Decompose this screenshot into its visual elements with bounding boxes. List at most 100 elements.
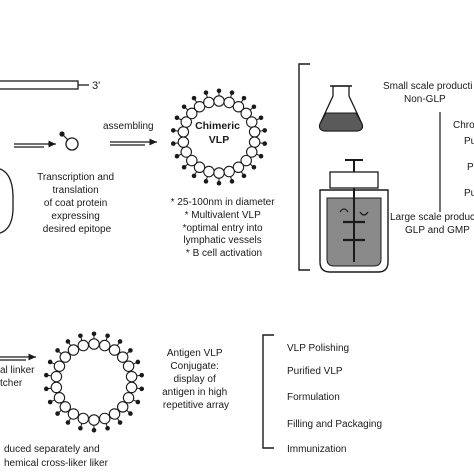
epitope-dot [117,420,123,425]
coat-protein-bead [59,401,72,413]
epitope-dot [174,115,180,121]
transcription-line: desired epitope [43,224,112,235]
coat-protein-bead [240,107,252,120]
conjugate-line: display of [173,374,215,385]
coat-protein-bead [53,392,66,404]
epitope-dot [65,339,71,344]
process-fragment: Chro [453,120,474,131]
coat-protein-bead [240,154,252,167]
coat-protein-bead [108,344,121,356]
epitope-dot [216,180,222,186]
process-step: Immunization [287,444,346,455]
process-fragments: Chro Pu P Pu [453,120,474,199]
footnote-line: hemical cross-liker liker [4,458,109,469]
coat-protein-bead [245,116,258,128]
epitope-dot [170,141,176,146]
process-step: Purified VLP [287,366,343,377]
assembling-label: assembling [103,121,154,132]
coat-protein-bead [53,360,66,372]
epitope-dot [117,339,123,344]
epitope-dot [128,411,133,416]
small-scale-line: Small scale producti [383,81,472,92]
epitope-dot [191,95,197,101]
footnote: duced separately and hemical cross-liker… [4,444,109,469]
epitope-dot [191,173,197,179]
coat-protein-bead [67,344,80,356]
coat-protein-bead [122,360,135,372]
coat-protein-bead [203,96,215,109]
transcription-line: expressing [51,211,99,222]
conjugate-line: antigen in high [162,387,227,398]
epitope-dot [47,399,53,405]
chimeric-vlp [170,88,268,186]
small-scale-line: Non-GLP [404,94,446,105]
epitope-dot [258,153,264,159]
epitope-dot [78,425,83,431]
epitope-dot [128,348,133,353]
large-scale-line: Large scale produc [390,212,474,223]
transcription-text: Transcription and translation of coat pr… [37,172,117,235]
coat-protein-bead [177,126,190,138]
epitope-dot [216,88,222,94]
epitope-dot [65,420,71,425]
dna-strand [0,80,89,90]
epitope-dot [229,179,235,184]
transcription-line: translation [53,185,99,196]
conjugate-line: Conjugate: [170,361,218,372]
epitope-dot [258,115,264,121]
epitope-dot [174,153,180,159]
transcription-line: of coat protein [44,198,107,209]
epitope-dot [47,359,53,365]
coat-protein-bead [232,100,245,113]
flask-icon [318,85,364,132]
epitope-dot [241,95,247,101]
coat-protein-bead [98,339,111,352]
epitope-dot [55,348,60,353]
process-fragment: Pu [464,188,474,199]
coat-protein-bead [203,165,215,178]
epitope-dot [181,164,187,170]
conjugate-line: Antigen VLP [167,348,223,359]
linker-fragment: tcher [0,378,23,389]
vlp-feature: * B cell activation [186,248,262,259]
production-bracket [298,63,310,271]
epitope-dot [139,372,145,378]
coat-protein-bead [186,154,198,167]
coat-protein-subunit [59,131,79,151]
vlp-features: * 25-100nm in diameter * Multivalent VLP… [171,197,278,259]
coat-protein-bead [77,339,90,352]
epitope-dot [105,425,110,431]
process-fragment: Pu [464,136,474,147]
coat-protein-bead [125,381,138,394]
epitope-dot [229,90,235,95]
epitope-dot [135,399,141,405]
epitope-dot [43,386,49,392]
coat-protein-bead [98,412,111,425]
process-step: Filling and Packaging [287,419,382,430]
epitope-dot [203,90,209,95]
coat-protein-bead [59,351,72,363]
coat-protein-bead [193,161,206,174]
process-steps: VLP Polishing Purified VLP Formulation F… [287,343,385,455]
coat-protein-bead [177,136,190,148]
coat-protein-bead [50,381,63,394]
epitope-dot [203,179,209,184]
epitope-dot [43,372,49,378]
transcription-line: Transcription and [37,172,114,183]
coat-protein-bead [245,146,258,158]
vlp-label-line: Chimeric [195,120,240,132]
coat-protein-bead [193,100,206,113]
vlp-feature: * 25-100nm in diameter [171,197,276,208]
vlp-feature: * Multivalent VLP [185,210,261,221]
coat-protein-bead [180,116,193,128]
coat-protein-bead [116,401,129,413]
coat-protein-bead [77,412,90,425]
epitope-dot [251,164,257,170]
process-fragment: P [467,162,474,173]
conjugate-label: Antigen VLP Conjugate: display of antige… [162,348,230,411]
coat-protein-bead [223,96,235,109]
epitope-dot [262,128,268,133]
coat-protein-bead [88,338,100,350]
steps-bracket [262,334,274,449]
